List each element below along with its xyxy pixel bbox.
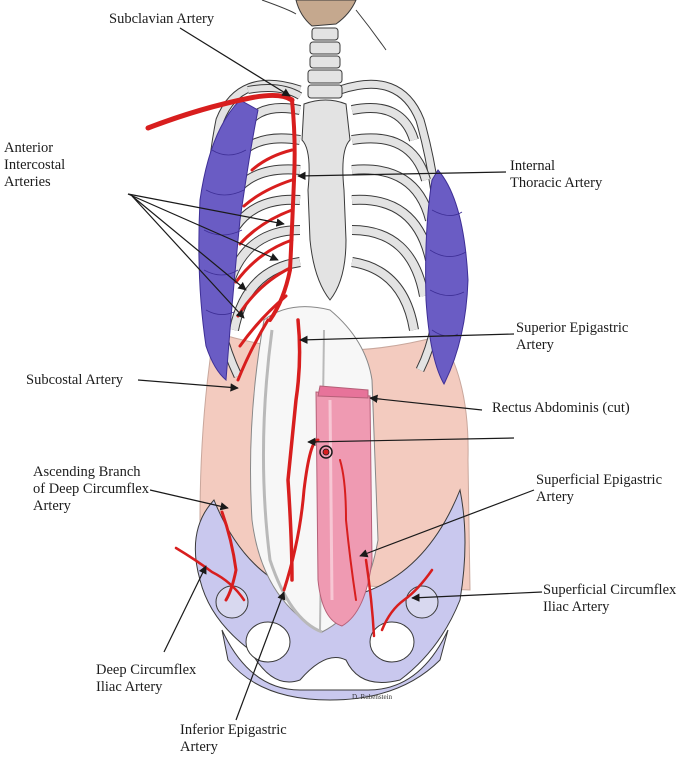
arteries bbox=[145, 92, 434, 638]
hip-socket-right bbox=[405, 585, 439, 619]
label-superficial-circumflex-iliac-artery: Superficial Circumflex Iliac Artery bbox=[543, 582, 677, 615]
intercostal-1 bbox=[250, 148, 294, 172]
sternum bbox=[301, 99, 351, 301]
label-anterior-intercostal-arteries: Anterior Intercostal Arteries bbox=[4, 140, 66, 190]
label-superficial-epigastric-artery: Superficial Epigastric Artery bbox=[536, 472, 663, 505]
hip-socket-left bbox=[215, 585, 249, 619]
subcostal-artery-path bbox=[236, 318, 270, 382]
label-subcostal-artery: Subcostal Artery bbox=[26, 372, 124, 388]
serratus-right-lines bbox=[429, 209, 467, 337]
label-internal-thoracic-artery: Internal Thoracic Artery bbox=[510, 158, 603, 191]
intercostal-4 bbox=[234, 238, 294, 284]
serratus-muscle-left bbox=[198, 99, 259, 382]
obturator-foramen-left bbox=[245, 621, 291, 663]
sheath-edge bbox=[261, 329, 323, 634]
pelvis-lower bbox=[221, 629, 449, 701]
ascending-branch-path bbox=[220, 510, 238, 602]
obturator-foramen-right bbox=[369, 621, 415, 663]
ribs-right bbox=[351, 103, 435, 331]
rectus-cut-edge bbox=[317, 385, 369, 399]
inferior-epigastric-artery-path bbox=[282, 438, 320, 592]
artist-signature: D. Rubenstein bbox=[352, 693, 393, 701]
label-rectus-abdominis-cut: Rectus Abdominis (cut) bbox=[492, 400, 630, 416]
label-subclavian-artery: Subclavian Artery bbox=[109, 11, 215, 27]
epigastric-ring bbox=[319, 445, 333, 459]
spine bbox=[307, 27, 343, 99]
leader-lines bbox=[127, 27, 543, 721]
deep-circumflex-iliac-path bbox=[174, 546, 246, 602]
rectus-inner-stripe bbox=[328, 399, 334, 601]
intercostal-3 bbox=[238, 208, 294, 246]
intercostal-2 bbox=[242, 178, 294, 208]
label-deep-circumflex-iliac-artery: Deep Circumflex Iliac Artery bbox=[96, 662, 197, 695]
superficial-circumflex-path bbox=[380, 568, 434, 632]
right-descending-path bbox=[364, 558, 376, 638]
epigastric-ring-inner bbox=[322, 448, 330, 456]
label-inferior-epigastric-artery: Inferior Epigastric Artery bbox=[180, 722, 287, 755]
subclavian-artery-path bbox=[145, 92, 295, 131]
serratus-muscle-right bbox=[425, 169, 469, 386]
label-superior-epigastric-artery: Superior Epigastric Artery bbox=[516, 320, 629, 353]
superior-epigastric-artery-path bbox=[286, 318, 302, 582]
serratus-left-lines bbox=[203, 149, 247, 315]
neck bbox=[295, 0, 357, 27]
rectus-abdominis bbox=[315, 391, 373, 627]
label-ascending-branch: Ascending Branch of Deep Circumflex Arte… bbox=[33, 464, 149, 514]
superficial-epigastric-path bbox=[339, 459, 357, 601]
internal-thoracic-artery-path bbox=[268, 98, 297, 322]
intercostal-6 bbox=[238, 294, 288, 348]
neck-outline bbox=[261, 0, 387, 51]
